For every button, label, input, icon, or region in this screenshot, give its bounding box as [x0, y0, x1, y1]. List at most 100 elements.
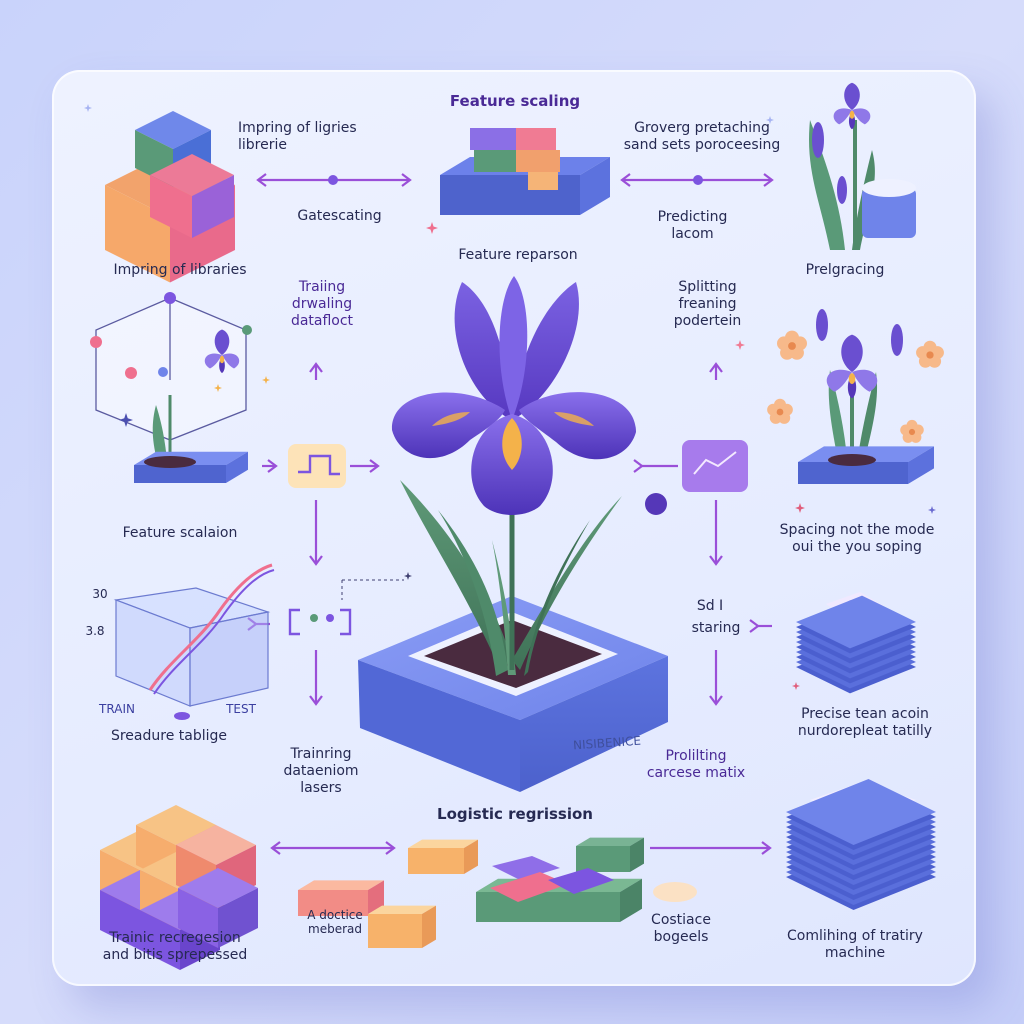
- arrow-bottom-left: [270, 841, 396, 855]
- right-leaf-1: [828, 370, 848, 470]
- blossom-1-center: [788, 342, 796, 350]
- bl-cube-7: [178, 868, 258, 948]
- right-soil: [828, 454, 876, 466]
- blossom-3-center: [776, 408, 784, 416]
- label-costiace: Costiace bogeels: [651, 912, 711, 945]
- block-pink-left-front: [298, 890, 368, 916]
- block-pink-left-top: [298, 880, 384, 890]
- code-dot-2: [326, 614, 334, 622]
- label-a-doctice: A doctice meberad: [307, 908, 363, 936]
- arrow-top-right-dot: [693, 175, 703, 185]
- label-preigracing: Prelgracing: [805, 262, 885, 278]
- bl-cube-3-left: [100, 890, 140, 950]
- block-orange-top: [408, 839, 478, 848]
- block-base-green: [476, 878, 642, 922]
- plot-base: [134, 451, 248, 483]
- block-pink: [490, 872, 568, 902]
- label-gatescating: Gatescating: [297, 208, 382, 224]
- label-feature-scaling-top: Feature scaling: [449, 92, 581, 110]
- chart-marker: [174, 712, 190, 720]
- arrow-flow-to-iris-head: [369, 459, 380, 473]
- label-staring: staring: [691, 620, 741, 636]
- iris-right-fall-left: [826, 369, 852, 392]
- chart-label-test: TEST: [226, 702, 256, 716]
- plot-base-side: [226, 451, 248, 483]
- code-icon: [288, 608, 352, 636]
- arrow-flow-to-iris: [350, 459, 380, 473]
- stack-bottom: [786, 779, 936, 910]
- block-orange-left-top: [368, 905, 436, 914]
- label-logistic-regression: Logistic regrission: [437, 805, 593, 823]
- cube-c-left: [150, 175, 192, 238]
- label-sreadure-tablige: Sreadure tablige: [110, 728, 228, 744]
- bud-2: [837, 176, 847, 204]
- bl-cube-6-left: [140, 910, 180, 970]
- iris-left-fall-left: [204, 353, 222, 369]
- stack-mid-layer: [796, 595, 916, 649]
- cube-stack-icon: [105, 111, 235, 283]
- central-beard: [502, 418, 522, 470]
- arrow-top-left-head: [401, 173, 412, 187]
- arrow-bottom-right: [650, 841, 772, 855]
- platform-top-center-front: [440, 175, 580, 215]
- cylinder-body: [862, 188, 916, 238]
- chart-label-train: TRAIN: [99, 702, 135, 716]
- central-base-right: [520, 656, 668, 792]
- block-green-front: [576, 846, 630, 872]
- arrow-mid-right-up: [709, 362, 723, 380]
- iris-right-beard: [848, 373, 856, 385]
- flow-icon-path: [298, 454, 340, 476]
- plot-base-front: [134, 465, 226, 483]
- flow-icon-bg: [288, 444, 346, 488]
- label-imprint-libraries-top: Impring of ligries librerie: [238, 120, 357, 153]
- stack-bottom-layer: [786, 779, 936, 845]
- cube-c: [150, 154, 234, 238]
- fall-right: [519, 392, 636, 460]
- tile-green: [474, 150, 516, 172]
- central-leaf-1: [400, 480, 512, 670]
- block-orange-side: [464, 839, 478, 874]
- block-green-side: [630, 837, 644, 872]
- right-bud-2: [891, 324, 903, 356]
- block-base-green-side: [620, 878, 642, 922]
- plot-point-green: [242, 325, 252, 335]
- blossom-3-petal: [767, 403, 780, 416]
- iris-left-fall-right: [222, 353, 240, 369]
- arrow-right-to-iris-head: [633, 459, 644, 473]
- blossom-2-center: [926, 351, 934, 359]
- sparkle-icon-9: [928, 506, 936, 514]
- block-orange-left: [368, 905, 436, 948]
- platform-top-center-side: [580, 157, 610, 215]
- arrow-mid-right-up-head: [709, 362, 723, 373]
- arrow-bottom-left-head: [385, 841, 396, 855]
- bl-cube-7-left: [178, 888, 218, 948]
- blossom-3: [767, 398, 793, 424]
- arrow-right-to-iris: [633, 459, 678, 473]
- blossom-2: [916, 340, 944, 368]
- glass-right: [189, 611, 269, 707]
- arrow-right-lower-left-head: [749, 619, 760, 633]
- sparkle-icon-1: [84, 104, 92, 112]
- arrow-mid-right-down-head: [709, 555, 723, 566]
- sparkle-icon-5: [262, 376, 270, 384]
- scatter-plot-icon: [90, 292, 252, 483]
- standard-left: [454, 282, 512, 420]
- block-orange: [408, 839, 478, 874]
- chart-tick-30: 30: [92, 587, 108, 601]
- arrow-mid-left-down-head: [309, 555, 323, 566]
- tile-orange: [516, 150, 560, 172]
- block-orange-front: [408, 848, 464, 874]
- iris-left: [204, 329, 240, 373]
- fall-right-accent: [554, 412, 594, 426]
- iris-flower-icon: [358, 276, 668, 792]
- arrow-right-lower-left: [749, 619, 772, 633]
- tile-purple: [470, 128, 516, 150]
- block-green: [576, 837, 644, 872]
- iris-top-right-beard: [849, 110, 855, 119]
- plot-point-pink: [90, 336, 102, 348]
- train-test-chart-icon: [113, 563, 275, 720]
- iris-top-right-fall-right: [852, 108, 871, 125]
- central-leaf-3: [438, 510, 508, 676]
- right-leaf-2: [856, 372, 878, 470]
- block-violet: [548, 868, 614, 894]
